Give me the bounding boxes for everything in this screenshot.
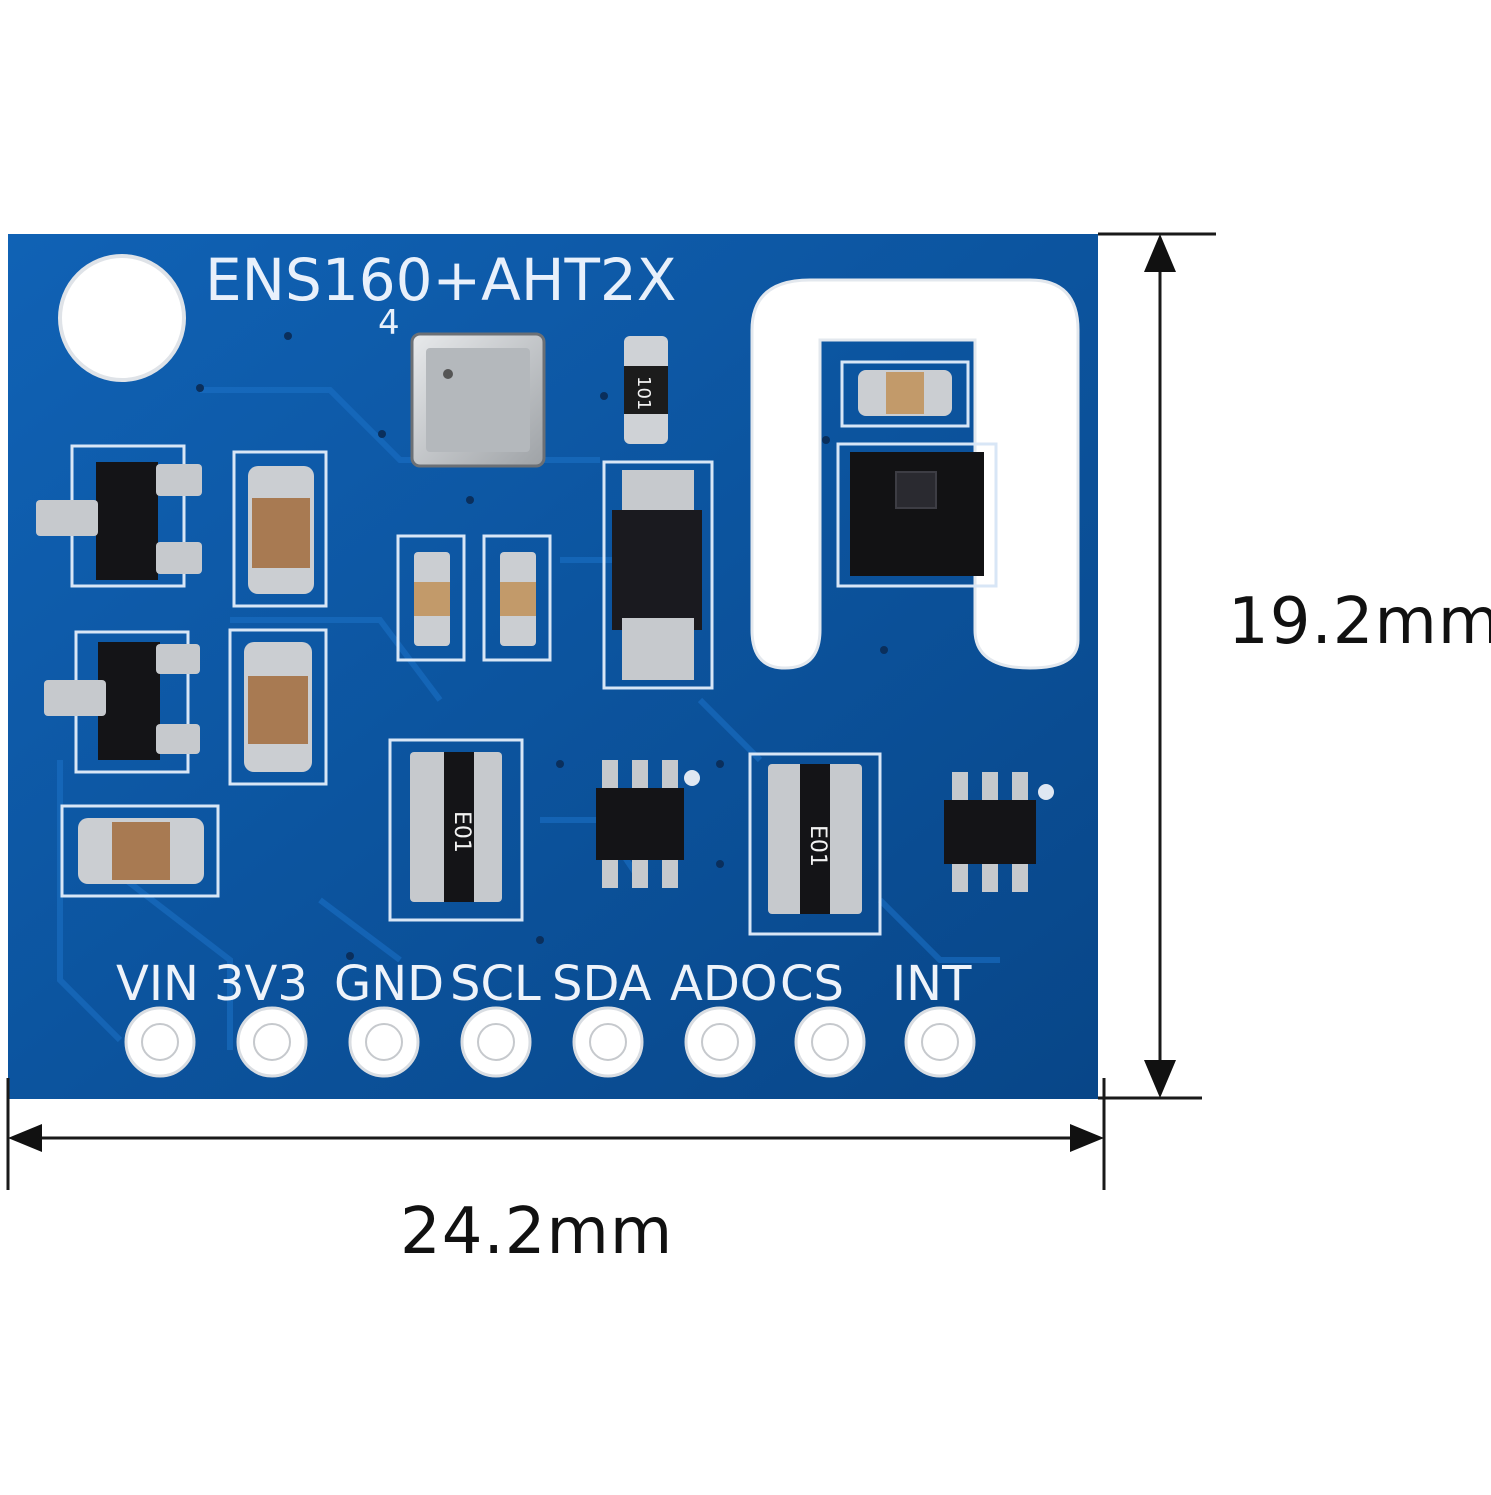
height-dimension-label: 19.2mm [1228,585,1491,659]
resistor-array-1: E01 [388,738,524,922]
pin-label: SDA [552,956,652,1012]
height-dimension-line [1098,232,1216,1100]
aht2x-cap [840,360,970,428]
vias [196,332,888,960]
diode [602,460,714,690]
level-shifter-ic-1 [596,760,700,888]
resistor-101-marking: 101 [633,376,654,410]
capacitor-small-1 [396,534,466,662]
pin-hole [348,1006,420,1078]
board-title: ENS160+AHT2X [205,246,677,314]
pin-label: ADO [670,956,778,1012]
ens160-sensor [410,332,546,468]
pin-hole [460,1006,532,1078]
pin-label: SCL [450,956,541,1012]
pin-labels: VIN 3V3 GND SCL SDA ADO CS INT [116,956,972,1012]
resistor-array-2-marking: E01 [805,825,830,867]
header-pins [124,1006,976,1078]
resistor-array-2: E01 [748,752,882,936]
level-shifter-ic-2 [944,772,1054,892]
width-dimension-label: 24.2mm [400,1195,674,1269]
pin-hole [794,1006,866,1078]
pin-hole [124,1006,196,1078]
pin-label: 3V3 [214,956,308,1012]
capacitor-3 [60,804,220,898]
pin-hole [572,1006,644,1078]
pin-label: VIN [116,956,199,1012]
pin-hole [904,1006,976,1078]
aht2x-sensor [836,442,998,588]
transistor-1 [36,444,202,588]
pin-hole [236,1006,308,1078]
mounting-hole [58,254,186,382]
capacitor-small-2 [482,534,552,662]
pin-hole [684,1006,756,1078]
capacitor-1 [232,450,328,608]
pin-label: CS [780,956,844,1012]
capacitor-2 [228,628,328,786]
transistor-2 [44,630,200,774]
pin1-marker: 4 [378,303,400,343]
pin-label: GND [334,956,444,1012]
resistor-array-1-marking: E01 [449,811,474,853]
resistor-101-top: 101 [624,336,668,444]
pin-label: INT [892,956,972,1012]
